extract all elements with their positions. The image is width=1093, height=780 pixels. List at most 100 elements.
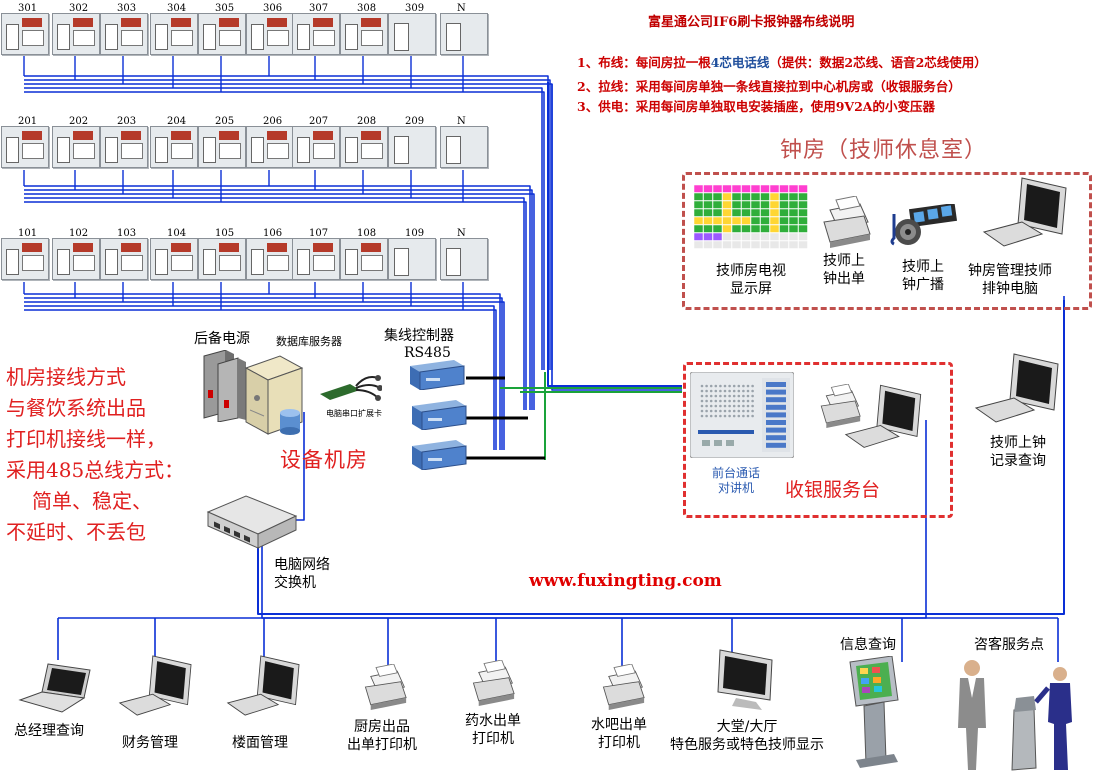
room-number: 304 bbox=[167, 3, 187, 14]
hub-protocol-label: RS485 bbox=[404, 345, 451, 361]
room-number: 108 bbox=[357, 228, 377, 239]
hub-label: 集线控制器 bbox=[384, 328, 454, 344]
floor-computer-icon bbox=[226, 654, 306, 728]
service-point-label: 咨客服务点 bbox=[974, 637, 1044, 653]
room-panel bbox=[52, 13, 100, 55]
ups-icon bbox=[200, 349, 248, 426]
room-panel bbox=[440, 13, 488, 55]
room-panel bbox=[292, 13, 340, 55]
finance-computer-icon bbox=[118, 654, 198, 728]
room-panel bbox=[388, 238, 436, 280]
room-panel bbox=[292, 238, 340, 280]
room-number: 308 bbox=[357, 3, 377, 14]
clock-room-box bbox=[682, 172, 1092, 310]
cashier-printer-icon bbox=[812, 383, 866, 432]
room-panel bbox=[198, 238, 246, 280]
room-panel bbox=[100, 126, 148, 168]
room-number: 102 bbox=[69, 228, 89, 239]
room-panel bbox=[1, 126, 49, 168]
terminal-label-ceo: 总经理查询 bbox=[14, 723, 84, 739]
note-line-5: 简单、稳定、 bbox=[32, 489, 152, 513]
note-line-2: 与餐饮系统出品 bbox=[6, 396, 146, 420]
room-panel bbox=[150, 238, 198, 280]
server-icon bbox=[244, 354, 304, 440]
room-number: 203 bbox=[117, 116, 137, 127]
room-number: 109 bbox=[405, 228, 425, 239]
network-switch-icon bbox=[206, 494, 298, 558]
room-bus-line bbox=[24, 87, 543, 370]
trunk-line bbox=[547, 82, 682, 387]
room-bus-line bbox=[24, 293, 501, 450]
hub-controller-icon bbox=[408, 360, 466, 394]
room-panel bbox=[150, 13, 198, 55]
kitchen-printer-icon bbox=[358, 663, 410, 714]
printer-icon bbox=[816, 195, 874, 252]
terminal-label-lobby: 大堂/大厅 特色服务或特色技师显示 bbox=[670, 719, 824, 753]
cashier-computer-icon bbox=[844, 382, 928, 462]
note-line-6: 不延时、不丢包 bbox=[6, 520, 146, 544]
room-number: 307 bbox=[309, 3, 329, 14]
room-bus-line bbox=[24, 201, 527, 410]
room-bus-line bbox=[24, 309, 497, 450]
laptop-icon bbox=[18, 662, 94, 718]
room-panel bbox=[198, 13, 246, 55]
lan-bus bbox=[257, 300, 1065, 615]
clock-room-computer-label: 钟房管理技师 排钟电脑 bbox=[968, 263, 1052, 297]
clock-room-tv-label: 技师房电视 显示屏 bbox=[716, 263, 786, 297]
room-number: 106 bbox=[263, 228, 283, 239]
database-icon bbox=[278, 408, 302, 440]
room-panel bbox=[246, 13, 294, 55]
room-panel bbox=[388, 13, 436, 55]
intercom-icon bbox=[689, 371, 795, 459]
tv-grid-icon bbox=[693, 184, 808, 249]
trunk-line bbox=[551, 84, 682, 391]
room-panel bbox=[440, 238, 488, 280]
room-number: N bbox=[457, 3, 466, 14]
room-number: 204 bbox=[167, 116, 187, 127]
room-panel bbox=[52, 126, 100, 168]
room-panel bbox=[340, 126, 388, 168]
room-panel bbox=[1, 238, 49, 280]
room-panel bbox=[340, 238, 388, 280]
hub-controller-icon bbox=[410, 400, 468, 434]
potion-printer-icon bbox=[466, 659, 518, 710]
speaker-film-icon bbox=[888, 202, 958, 250]
clock-room-broadcast-label: 技师上 钟广播 bbox=[902, 259, 944, 293]
db-server-label: 数据库服务器 bbox=[276, 335, 342, 348]
room-number: 303 bbox=[117, 3, 137, 14]
room-panel bbox=[150, 126, 198, 168]
room-number: 305 bbox=[215, 3, 235, 14]
room-bus-line bbox=[24, 297, 503, 450]
room-number: 209 bbox=[405, 116, 425, 127]
note-line-1: 机房接线方式 bbox=[6, 365, 126, 389]
terminal-label-kitchen: 厨房出品 出单打印机 bbox=[347, 719, 417, 753]
equipment-room-title: 设备机房 bbox=[280, 448, 368, 472]
room-number: N bbox=[457, 228, 466, 239]
room-number: 206 bbox=[263, 116, 283, 127]
diagram-title: 富星通公司IF6刷卡报钟器布线说明 bbox=[648, 15, 855, 30]
checkin-label: 技师上钟 记录查询 bbox=[990, 435, 1046, 469]
room-panel bbox=[52, 238, 100, 280]
bar-printer-icon bbox=[596, 663, 648, 714]
clock-room-printer-label: 技师上 钟出单 bbox=[823, 253, 865, 287]
room-bus-line bbox=[24, 305, 495, 450]
room-number: 201 bbox=[18, 116, 38, 127]
serial-card-icon bbox=[320, 372, 383, 410]
room-number: 306 bbox=[263, 3, 283, 14]
note-3: 3、供电：采用每间房单独取电安装插座，使用9V2A的小变压器 bbox=[577, 99, 935, 114]
computer-icon bbox=[982, 176, 1074, 260]
cashier-box bbox=[683, 362, 953, 518]
note-1: 1、布线：每间房拉一根4芯电话线（提供：数据2芯线、语音2芯线使用） bbox=[577, 55, 987, 70]
terminal-label-floor: 楼面管理 bbox=[232, 735, 288, 751]
cashier-title: 收银服务台 bbox=[785, 479, 881, 501]
room-number: 302 bbox=[69, 3, 89, 14]
clock-room-title: 钟房（技师休息室） bbox=[780, 138, 988, 163]
room-number: 309 bbox=[405, 3, 425, 14]
room-number: N bbox=[457, 116, 466, 127]
room-number: 207 bbox=[309, 116, 329, 127]
terminal-label-potion: 药水出单 打印机 bbox=[465, 713, 521, 747]
intercom-label: 前台通话 对讲机 bbox=[712, 466, 761, 495]
room-number: 105 bbox=[215, 228, 235, 239]
website-url: www.fuxingting.com bbox=[529, 571, 722, 591]
room-bus-line bbox=[24, 301, 505, 450]
